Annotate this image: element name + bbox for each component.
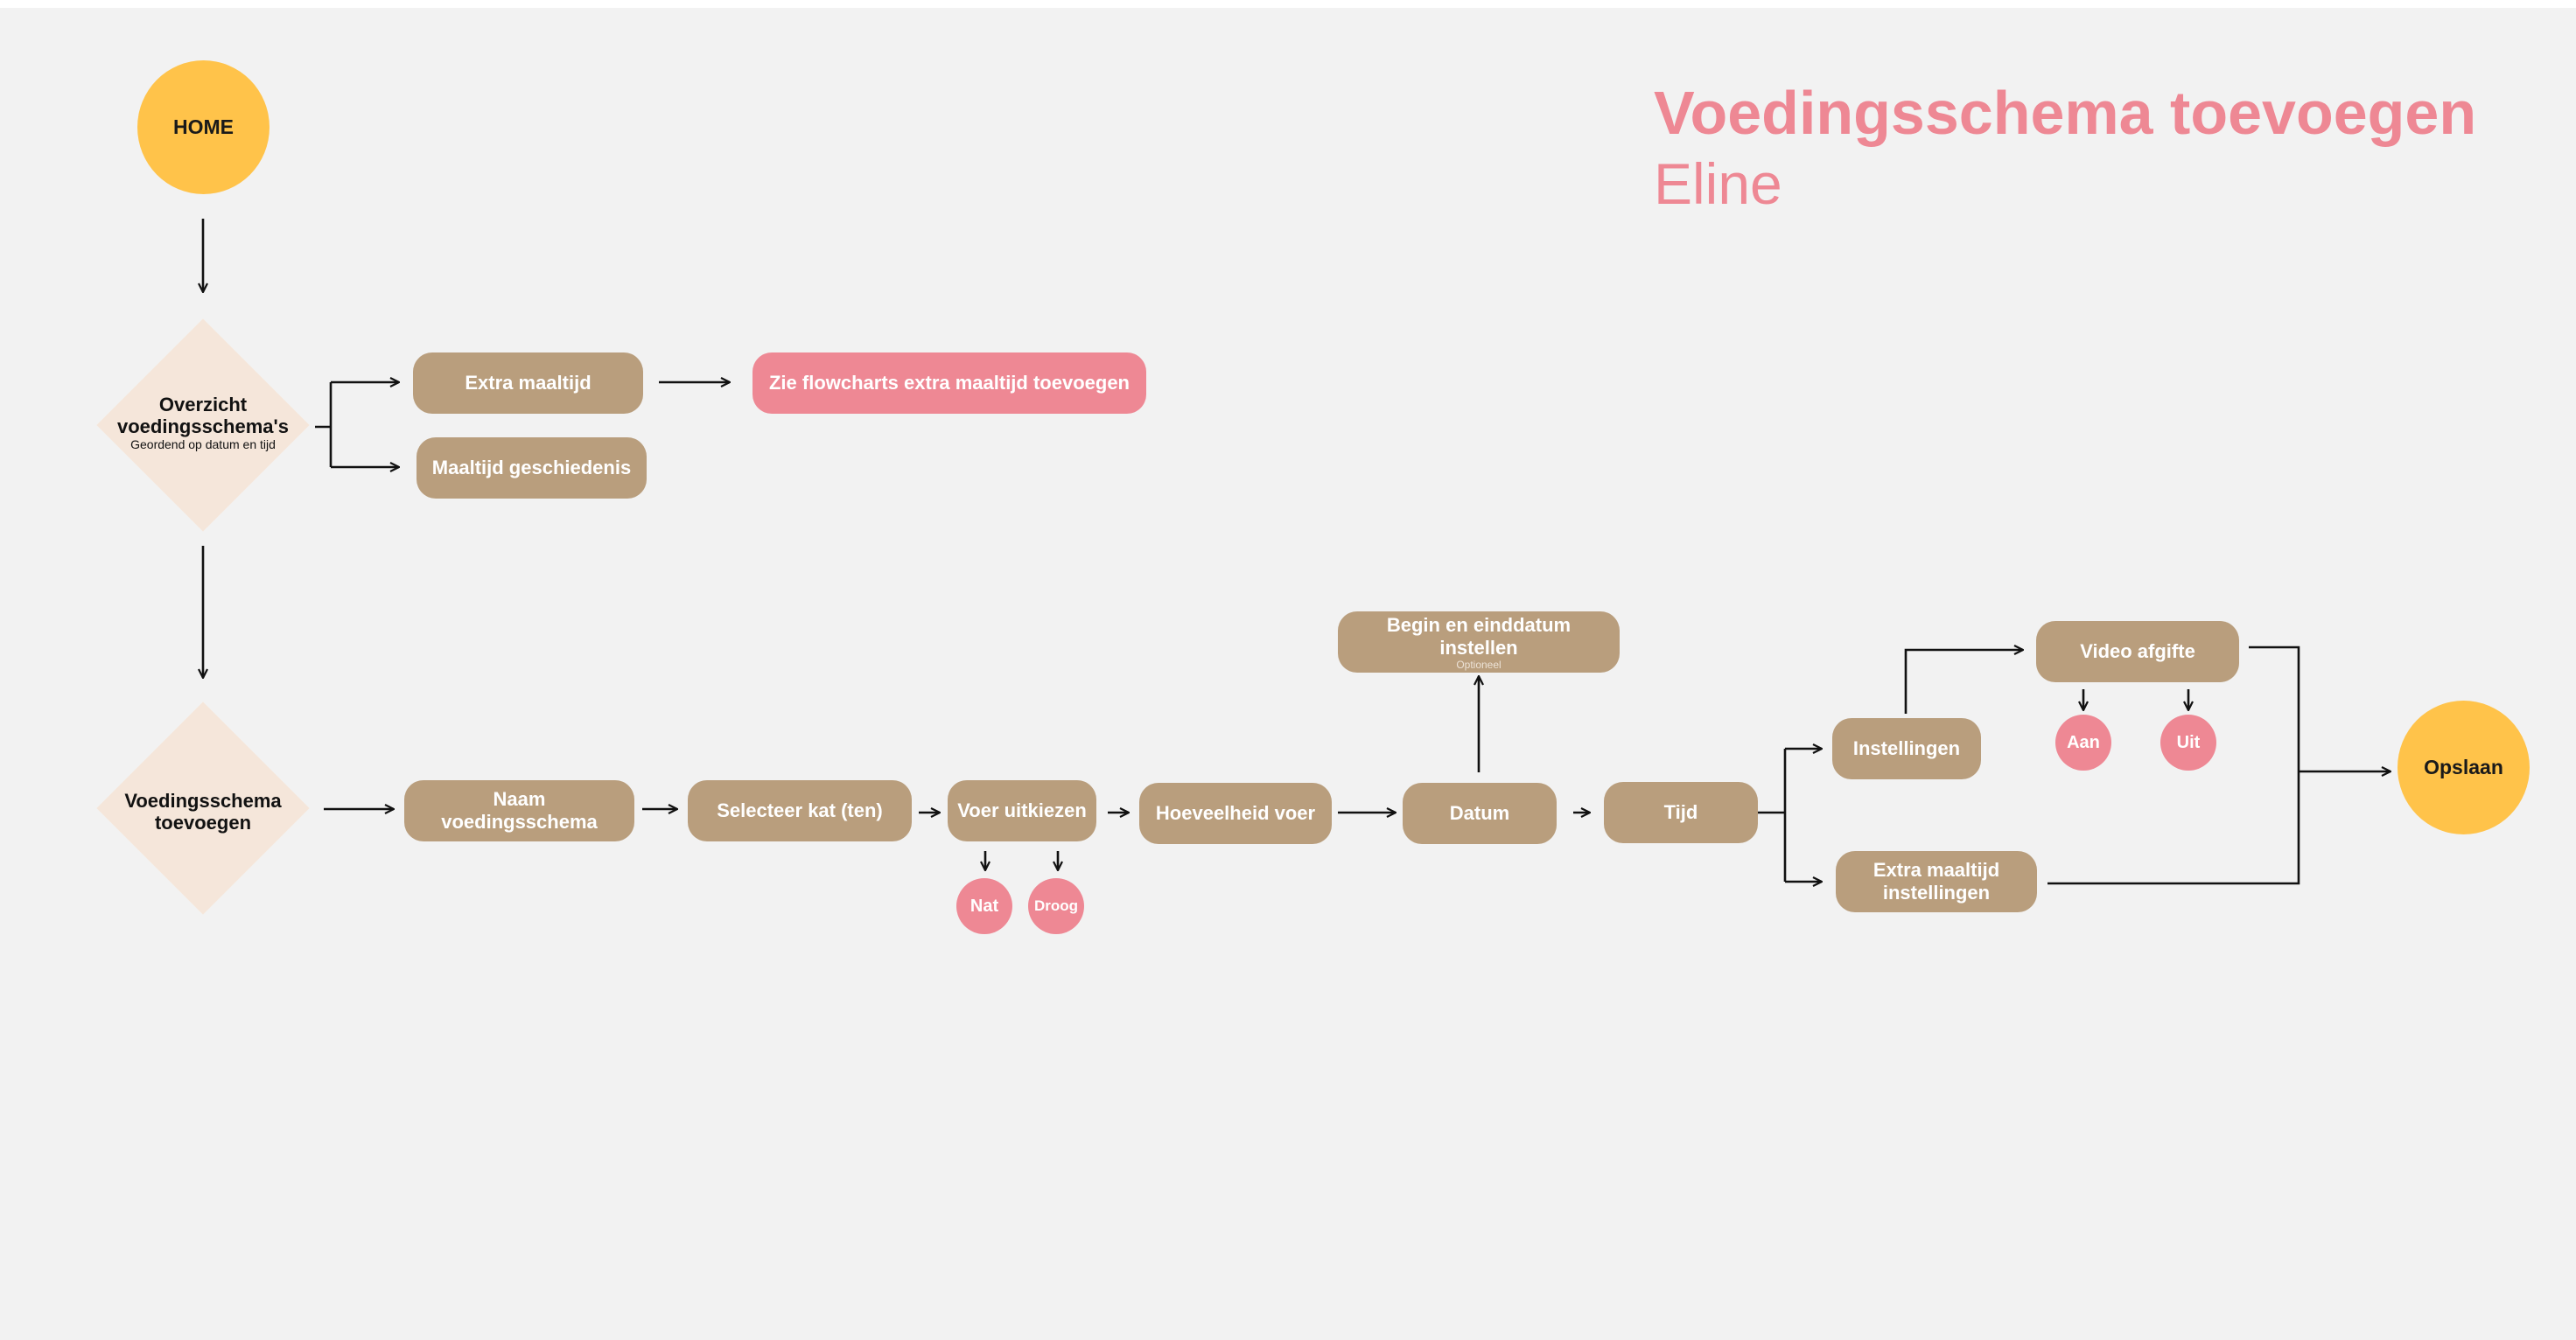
begin-einddatum-note: Optioneel: [1456, 659, 1502, 671]
extra-maaltijd-instellingen-node[interactable]: Extra maaltijd instellingen: [1836, 851, 2037, 912]
nat-node[interactable]: Nat: [956, 878, 1012, 934]
tijd-node[interactable]: Tijd: [1604, 782, 1758, 843]
hoeveelheid-voer-node[interactable]: Hoeveelheid voer: [1139, 783, 1332, 844]
droog-node[interactable]: Droog: [1028, 878, 1084, 934]
instellingen-node[interactable]: Instellingen: [1832, 718, 1981, 779]
zie-flowcharts-node[interactable]: Zie flowcharts extra maaltijd toevoegen: [752, 352, 1146, 414]
opslaan-node[interactable]: Opslaan: [2398, 701, 2530, 834]
extra-maaltijd-node[interactable]: Extra maaltijd: [413, 352, 643, 414]
overzicht-label: Overzicht voedingsschema's Geordend op d…: [116, 394, 290, 451]
uit-node[interactable]: Uit: [2160, 715, 2216, 771]
voedingsschema-label: Voedingsschema toevoegen: [124, 790, 282, 834]
maaltijd-geschiedenis-node[interactable]: Maaltijd geschiedenis: [416, 437, 647, 499]
diagram-author: Eline: [1654, 151, 1782, 216]
home-node[interactable]: HOME: [137, 60, 270, 194]
overzicht-note: Geordend op datum en tijd: [130, 437, 276, 451]
overzicht-title: Overzicht voedingsschema's: [117, 394, 289, 437]
naam-voedingsschema-node[interactable]: Naam voedingsschema: [404, 780, 634, 841]
selecteer-kat-node[interactable]: Selecteer kat (ten): [688, 780, 912, 841]
diagram-title: Voedingsschema toevoegen: [1654, 79, 2477, 147]
begin-einddatum-label: Begin en einddatum instellen: [1386, 614, 1572, 659]
video-afgifte-node[interactable]: Video afgifte: [2036, 621, 2239, 682]
aan-node[interactable]: Aan: [2055, 715, 2111, 771]
begin-einddatum-node[interactable]: Begin en einddatum instellen Optioneel: [1338, 611, 1620, 673]
datum-node[interactable]: Datum: [1403, 783, 1557, 844]
home-label: HOME: [173, 115, 234, 138]
voer-uitkiezen-node[interactable]: Voer uitkiezen: [948, 780, 1096, 841]
